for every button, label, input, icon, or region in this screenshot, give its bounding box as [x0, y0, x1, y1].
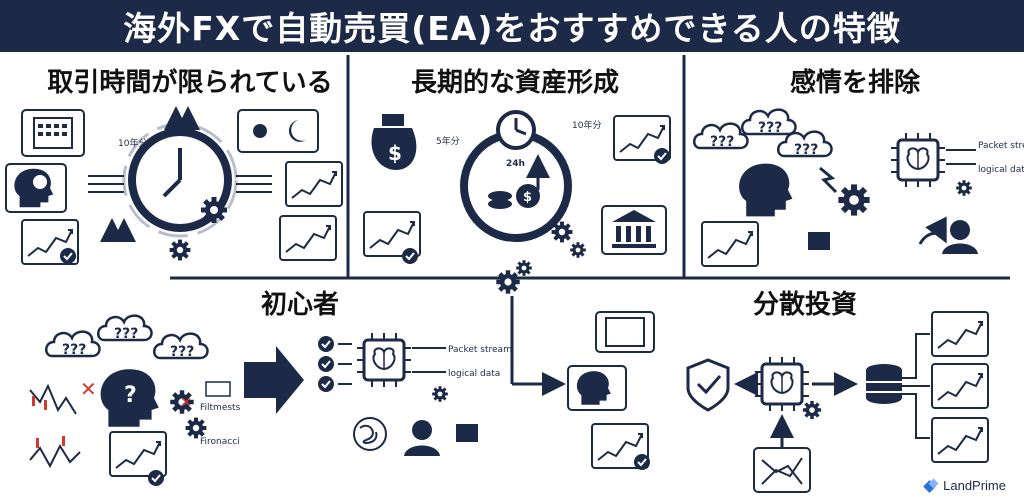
bank-icon-small-2: [456, 424, 478, 442]
page-title: 海外FXで自動売買(EA)をおすすめできる人の特徴: [0, 0, 1024, 52]
logo-text: LandPrime: [943, 478, 1006, 493]
big-arrow-icon: [244, 346, 304, 414]
svg-text:$: $: [388, 141, 402, 165]
panel-title-limited-time: 取引時間が限られている: [47, 68, 333, 98]
support-agent-icon-2: [412, 420, 432, 440]
panel-emotion: Packet stream logical data: [692, 108, 1024, 267]
money-bag-icon: [371, 128, 417, 170]
panel-title-beginner: 初心者: [260, 290, 339, 320]
label-packet-stream: Packet stream: [978, 141, 1024, 151]
svg-text:5年分: 5年分: [436, 135, 460, 147]
database-icon: [866, 364, 902, 404]
note-10years: 10年分: [118, 137, 147, 149]
svg-text:✕: ✕: [180, 395, 192, 411]
bank-icon-small: [808, 232, 830, 250]
support-agent-icon: [950, 220, 970, 240]
tangle-icon: [353, 417, 387, 451]
landprime-logo: LandPrime: [925, 478, 1006, 493]
svg-text:$: $: [523, 190, 532, 205]
svg-text:10年分: 10年分: [572, 119, 601, 131]
svg-text:24h: 24h: [506, 159, 525, 169]
panel-title-emotion: 感情を排除: [789, 68, 920, 98]
note-filtmests: Filtmests: [200, 403, 241, 413]
checklist-icon: [317, 335, 352, 393]
panel-diversified: [567, 311, 989, 493]
panel-title-long-term: 長期的な資産形成: [410, 68, 619, 98]
panel-beginner: ? ✕ ✕ Filtmests Fironacci Packet stream …: [29, 314, 512, 487]
panel-title-diversified: 分散投資: [752, 290, 857, 320]
sun-moon-icon: [237, 109, 319, 153]
error-x-icon: ✕: [80, 377, 97, 401]
svg-text:Packet stream: Packet stream: [448, 345, 512, 355]
svg-text:logical data: logical data: [448, 369, 500, 379]
note-fironacci: Fironacci: [200, 437, 240, 447]
panel-dividers: [170, 55, 1010, 280]
center-connectors: [496, 260, 566, 396]
landprime-logo-mark: [925, 479, 939, 493]
panel-long-term: $ 5年分 24h $ 10年分: [363, 110, 671, 265]
shield-check-icon: [686, 358, 730, 412]
svg-text:?: ?: [124, 383, 137, 408]
label-logical-data: logical data: [978, 165, 1024, 175]
panel-limited-time: 10年分: [5, 106, 343, 265]
